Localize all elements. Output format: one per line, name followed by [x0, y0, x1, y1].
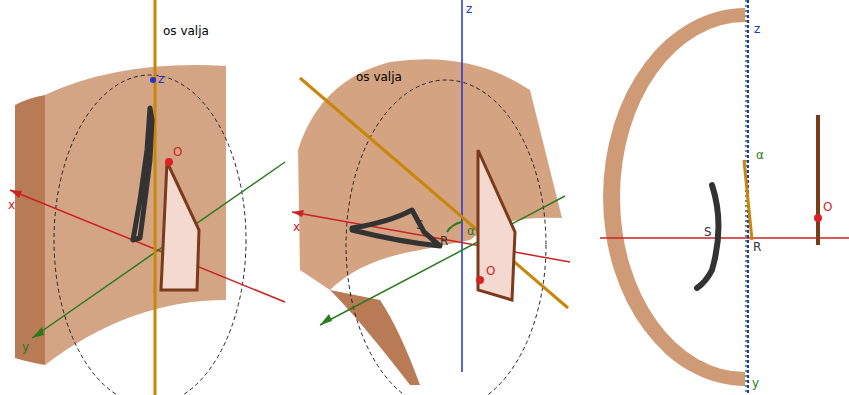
triangle — [161, 162, 199, 290]
triangle-edge — [816, 115, 820, 245]
point-label: O — [173, 145, 182, 159]
cylinder-axis — [744, 160, 752, 240]
y-axis — [320, 196, 565, 325]
z-axis — [461, 0, 463, 372]
dashed-ellipse — [54, 75, 246, 395]
axis-arrow — [10, 190, 22, 198]
x-axis — [600, 237, 849, 239]
cylinder-edge — [330, 290, 420, 385]
point — [150, 77, 156, 83]
axis-label: y — [22, 340, 29, 354]
axis-label: y — [752, 376, 759, 390]
curve — [352, 210, 440, 246]
curve — [133, 108, 152, 240]
axis-arrow — [320, 314, 332, 325]
y-axis — [32, 162, 285, 338]
curve — [697, 185, 719, 288]
point — [476, 276, 484, 284]
point-label: S — [704, 225, 712, 239]
triangle — [478, 150, 515, 300]
axis-label: z — [158, 72, 164, 86]
point — [165, 158, 173, 166]
angle-label: α — [467, 224, 475, 238]
cylinder-crescent — [603, 8, 745, 386]
point-label: O — [486, 264, 495, 278]
panel-tilted-cylinder — [292, 0, 570, 395]
cylinder-surface — [298, 59, 562, 290]
axis-name: os valja — [163, 24, 209, 38]
axis-label: z — [466, 2, 472, 16]
axis-label: x — [8, 198, 15, 212]
panel-top-view — [600, 0, 849, 395]
axis-name: os valja — [356, 70, 402, 84]
point — [814, 214, 822, 222]
axis-arrow — [32, 327, 44, 338]
axis-arrow — [292, 210, 304, 217]
dashed-ellipse — [346, 80, 546, 395]
point-label: R — [753, 240, 761, 254]
angle-arc — [447, 222, 462, 232]
point-label: O — [823, 200, 832, 214]
point-label: R — [440, 234, 448, 248]
cylinder-axis — [154, 0, 157, 395]
panel-upright-cylinder — [10, 0, 285, 395]
cylinder-edge — [15, 95, 45, 365]
axis-label: z — [754, 22, 760, 36]
angle-label: α — [756, 148, 764, 162]
axis-label: x — [293, 220, 300, 234]
x-axis — [10, 190, 285, 302]
cylinder-axis — [300, 78, 568, 308]
point-label: S — [416, 218, 424, 232]
